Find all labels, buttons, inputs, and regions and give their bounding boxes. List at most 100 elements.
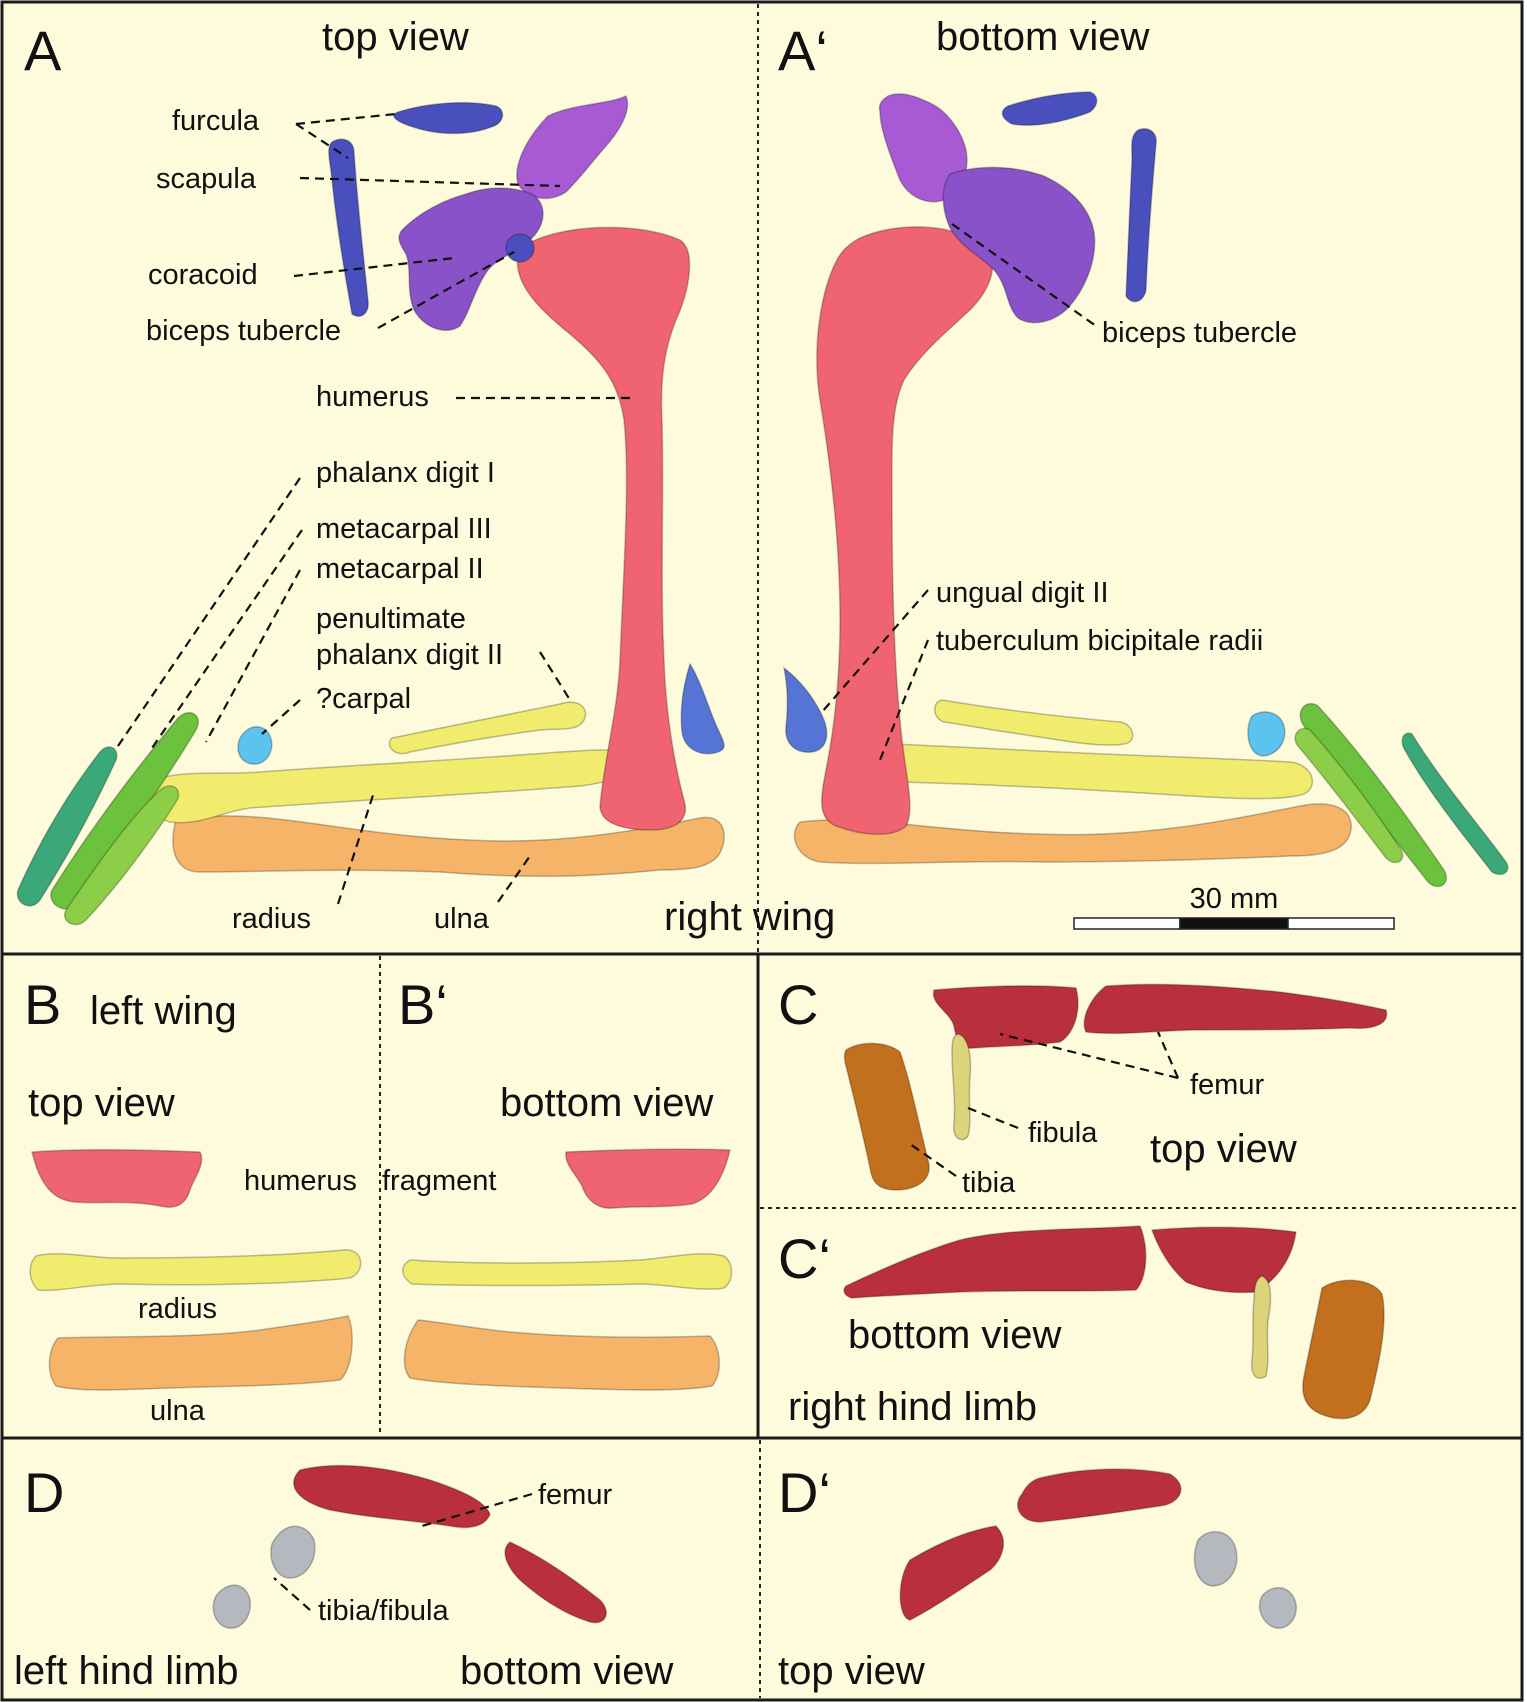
- panel-c-prime-letter: C‘: [778, 1227, 831, 1290]
- ungual-a: [680, 662, 725, 755]
- scale-bar-mid: [1179, 917, 1289, 930]
- femur-c-1: [932, 985, 1079, 1049]
- radius-b-prime: [402, 1253, 733, 1290]
- label-coracoid: coracoid: [148, 259, 258, 291]
- panel-d-prime-view: top view: [778, 1649, 925, 1693]
- tibia-c: [843, 1042, 930, 1191]
- humerus-fragment-b-prime: [565, 1148, 731, 1209]
- label-humerus-b: humerus: [244, 1165, 357, 1197]
- scale-bar-label: 30 mm: [1190, 883, 1279, 915]
- label-femur-d: femur: [538, 1479, 612, 1511]
- panel-c-prime-view: bottom view: [848, 1313, 1062, 1357]
- label-metacarpal-iii: metacarpal III: [316, 513, 492, 545]
- panel-d-title: left hind limb: [14, 1649, 239, 1693]
- panel-c-letter: C: [778, 973, 818, 1036]
- furcula-a-1: [393, 101, 504, 135]
- ungual-a-prime: [782, 666, 828, 753]
- panel-a-title: top view: [322, 15, 469, 59]
- ulna-a-prime: [793, 803, 1352, 865]
- label-phalanx-digit-i: phalanx digit I: [316, 457, 495, 489]
- panel-d-prime-letter: D‘: [778, 1461, 831, 1524]
- panel-b-letter: B: [24, 973, 61, 1036]
- metacarpal-iii-a-prime: [1299, 703, 1448, 888]
- coracoid-a: [398, 187, 544, 331]
- panel-b-view: top view: [28, 1081, 175, 1125]
- humerus-a: [516, 226, 691, 831]
- tibia-fibula-d-prime: [1193, 1530, 1238, 1587]
- coracoid-a-prime: [942, 166, 1096, 324]
- femur-d-2: [504, 1541, 608, 1624]
- furcula-a-prime-1: [1001, 91, 1098, 127]
- label-fragment-b: fragment: [382, 1165, 496, 1197]
- biceps-tubercle-a: [505, 233, 535, 263]
- panel-c-prime-title: right hind limb: [788, 1385, 1037, 1429]
- tibia-fibula-d-prime-frag: [1258, 1586, 1297, 1629]
- panel-b-prime-letter: B‘: [398, 973, 448, 1036]
- tibia-fibula-d-frag: [212, 1584, 251, 1629]
- scale-bar: 30 mm: [1073, 883, 1395, 930]
- femur-d-1: [293, 1464, 491, 1529]
- label-radius: radius: [232, 903, 311, 935]
- label-ungual-digit-ii: ungual digit II: [936, 577, 1109, 609]
- femur-c-prime-1: [843, 1225, 1147, 1299]
- fibula-c-prime: [1250, 1275, 1272, 1380]
- label-femur-c: femur: [1190, 1069, 1264, 1101]
- label-radius-b: radius: [138, 1293, 217, 1325]
- tibia-fibula-d: [270, 1525, 316, 1579]
- label-scapula: scapula: [156, 163, 257, 195]
- panel-a-letter: A: [24, 19, 62, 82]
- label-penultimate-1: penultimate: [316, 603, 466, 635]
- panel-c-view: top view: [1150, 1127, 1297, 1171]
- label-ulna: ulna: [434, 903, 490, 935]
- label-furcula: furcula: [172, 105, 260, 137]
- radius-a-prime: [839, 741, 1314, 800]
- label-metacarpal-ii: metacarpal II: [316, 553, 484, 585]
- phalanx-a-prime: [934, 699, 1134, 746]
- humerus-a-prime: [816, 226, 994, 835]
- label-fibula-c: fibula: [1028, 1117, 1098, 1149]
- furcula-a-prime-2: [1125, 128, 1157, 303]
- panel-a-prime-bones: [782, 91, 1509, 888]
- panel-c-bones: [843, 983, 1388, 1420]
- metacarpal-ii-a-prime: [1294, 727, 1404, 864]
- leader-lines: [117, 112, 1180, 1611]
- panel-d-letter: D: [24, 1461, 64, 1524]
- label-carpal: ?carpal: [316, 683, 411, 715]
- ulna-a: [172, 815, 725, 878]
- panel-b-prime-view: bottom view: [500, 1081, 714, 1125]
- label-biceps-tubercle-prime: biceps tubercle: [1102, 317, 1297, 349]
- scapula-a: [516, 94, 629, 200]
- phalanx-digit-ii-a: [388, 701, 587, 755]
- label-biceps-tubercle: biceps tubercle: [146, 315, 341, 347]
- panel-d-bones: [212, 1464, 1297, 1629]
- panel-a-prime-title: bottom view: [936, 15, 1150, 59]
- panel-d-view: bottom view: [460, 1649, 674, 1693]
- panel-b-title: left wing: [90, 989, 237, 1033]
- ulna-b-prime: [403, 1319, 720, 1391]
- femur-c-2: [1083, 983, 1388, 1035]
- tibia-c-prime: [1302, 1279, 1385, 1420]
- ulna-b: [48, 1315, 353, 1391]
- text-labels: A top view furcula scapula coracoid bice…: [14, 15, 1297, 1693]
- label-humerus: humerus: [316, 381, 429, 413]
- humerus-fragment-b: [31, 1148, 203, 1208]
- label-tibia-c: tibia: [962, 1167, 1016, 1199]
- label-penultimate-2: phalanx digit II: [316, 639, 503, 671]
- panel-a-prime-letter: A‘: [778, 19, 828, 82]
- phalanx-digit-i-a-prime: [1401, 732, 1509, 876]
- scale-bar-right: [1287, 917, 1395, 930]
- panel-a-bones: [16, 94, 725, 926]
- panel-c-frame: [756, 952, 1524, 1440]
- panel-d-frame: [0, 1436, 1524, 1702]
- label-ulna-b: ulna: [150, 1395, 206, 1427]
- femur-d-prime-2: [899, 1525, 1005, 1621]
- label-tibia-fibula-d: tibia/fibula: [318, 1595, 449, 1627]
- fibula-c: [951, 1033, 972, 1141]
- scale-bar-left: [1073, 917, 1181, 930]
- phalanx-digit-i-a: [16, 746, 118, 907]
- femur-d-prime-1: [1017, 1468, 1182, 1523]
- panel-b-bones: [29, 1148, 733, 1391]
- label-right-wing: right wing: [664, 895, 835, 939]
